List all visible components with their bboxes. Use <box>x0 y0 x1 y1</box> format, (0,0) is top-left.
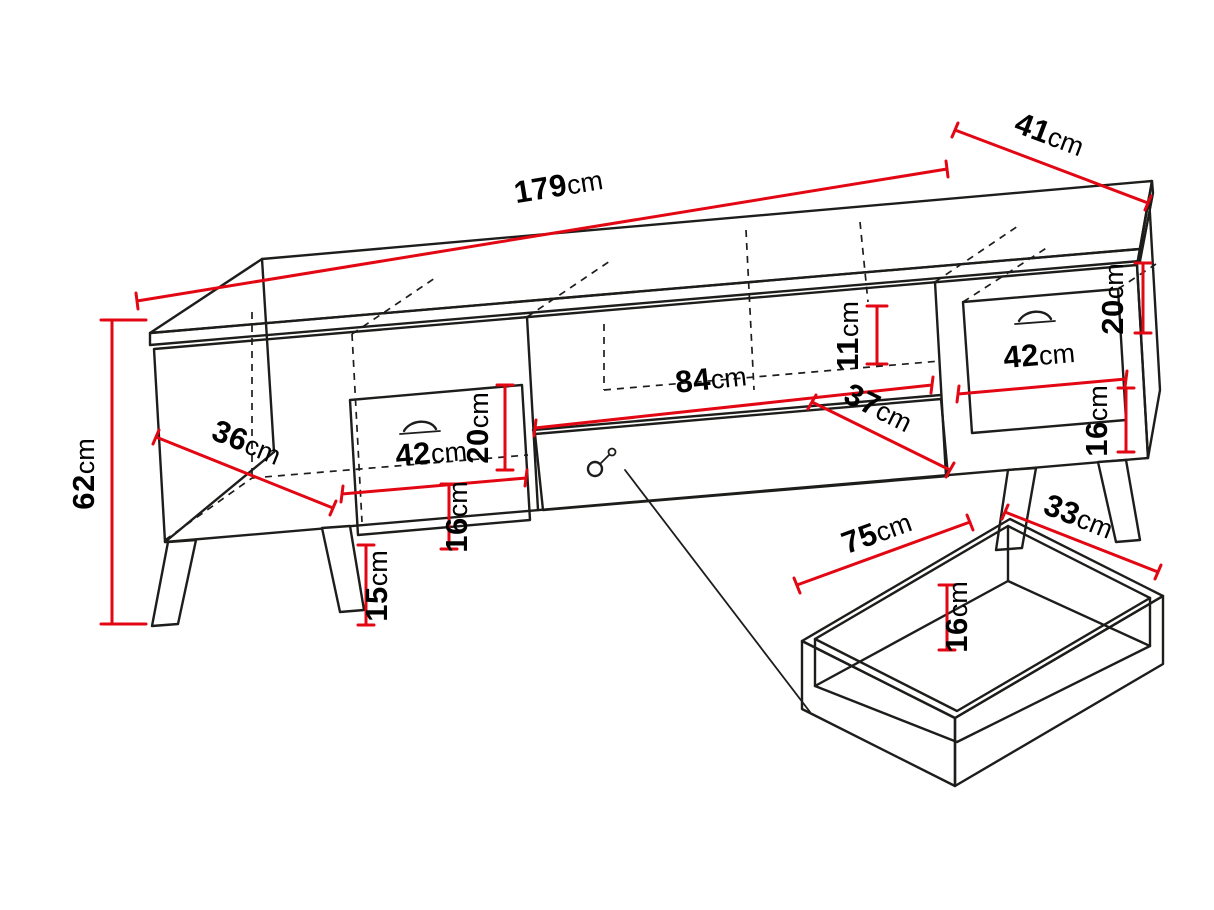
dimension-left-drawer-front-height: 20cm <box>460 383 515 472</box>
dim-line-leg-height <box>356 543 376 627</box>
dim-unit: cm <box>464 392 494 428</box>
dim-line-drawer-inner-depth <box>1000 503 1163 581</box>
dim-unit: cm <box>70 438 100 474</box>
leg-front-left <box>150 538 198 628</box>
hidden-left-floor-depth <box>164 477 253 541</box>
dim-line-total-height <box>99 318 148 626</box>
hidden-center-line-2 <box>859 221 869 303</box>
dim-value: 16 <box>939 617 974 652</box>
hidden-divider-right-top <box>934 223 1022 283</box>
dim-left-drawer-box-height: 16cm <box>439 481 474 552</box>
dimension-right-drawer-front-height: 20cm <box>1095 261 1153 335</box>
dim-unit: cm <box>363 550 393 586</box>
dim-unit: cm <box>943 581 973 617</box>
dim-total-height: 62cm <box>66 438 101 509</box>
dim-leg-height: 15cm <box>359 550 394 621</box>
dim-unit: cm <box>834 301 864 337</box>
dim-right-drawer-width: 42cm <box>1002 334 1076 375</box>
lock-key-stem-icon <box>599 454 610 465</box>
dim-value: 20 <box>460 428 495 463</box>
dimension-leg-height: 15cm <box>356 543 394 627</box>
hidden-right-drawer-top <box>962 246 1049 303</box>
dim-left-drawer-front-height: 20cm <box>460 392 495 463</box>
lock-key-bow-icon <box>607 447 617 457</box>
dimension-total-depth: 41cm <box>950 105 1153 212</box>
dim-value: 42 <box>1002 337 1040 375</box>
right-drawer-handle <box>1017 310 1053 323</box>
dim-unit: cm <box>709 361 748 395</box>
dim-drawer-inner-height: 16cm <box>939 581 974 652</box>
dim-line-left-drawer-front-height <box>495 383 515 472</box>
dim-line-niche-depth <box>806 393 956 479</box>
dim-line-right-drawer-front-height <box>1133 261 1153 335</box>
dim-line-total-depth <box>950 121 1153 212</box>
lock-icon <box>586 460 604 478</box>
detached-drawer <box>624 469 1165 788</box>
dimension-left-drawer-width: 42cm <box>339 432 529 504</box>
leg-left-inner <box>320 524 366 614</box>
dim-niche-back-height: 11cm <box>830 301 865 371</box>
dim-unit: cm <box>443 481 473 517</box>
dim-unit: cm <box>565 165 605 200</box>
drawer-right-face <box>953 594 1165 788</box>
dim-value: 84 <box>673 361 712 400</box>
drawer-pointer-line <box>624 469 811 713</box>
right-drawer-handle-base <box>1014 320 1056 325</box>
dim-right-drawer-front-height: 20cm <box>1095 263 1130 334</box>
cabinet-left-back-edge <box>260 257 276 454</box>
dim-value: 16 <box>1079 421 1114 456</box>
hidden-divider-left-top <box>351 275 439 335</box>
dim-value: 42 <box>394 435 432 473</box>
niche-floor-edge <box>531 393 943 432</box>
dimension-total-width: 179cm <box>134 159 950 311</box>
hidden-structure-lines <box>164 221 1157 541</box>
dim-line-right-drawer-width <box>955 369 1129 404</box>
hidden-divider-mid-top <box>526 258 614 318</box>
hidden-divider-left <box>351 333 363 523</box>
left-drawer-handle <box>402 420 438 433</box>
dimension-right-drawer-box-height: 16cm <box>1079 385 1136 457</box>
dim-line-niche-back-height <box>865 304 889 366</box>
dimension-niche-width: 84cm <box>532 357 935 438</box>
dim-value: 62 <box>66 474 101 509</box>
dimension-total-height: 62cm <box>66 318 148 626</box>
dim-niche-width: 84cm <box>673 357 748 400</box>
dimension-niche-back-height: 11cm <box>830 301 889 371</box>
hidden-niche-back-floor <box>603 360 941 391</box>
dimension-left-drawer-box-height: 16cm <box>439 481 474 552</box>
dim-total-width: 179cm <box>511 161 605 210</box>
dim-left-drawer-width: 42cm <box>394 432 468 473</box>
leg-right-outer <box>1096 458 1142 544</box>
dim-unit: cm <box>1083 385 1113 421</box>
dim-right-drawer-box-height: 16cm <box>1079 385 1114 456</box>
dim-line-left-drawer-width <box>339 468 529 504</box>
dim-value: 16 <box>439 517 474 552</box>
dim-unit: cm <box>1099 263 1129 299</box>
dim-line-right-drawer-box-height <box>1116 386 1136 454</box>
dim-line-left-niche-depth <box>151 428 338 517</box>
cabinet-left-bottom-depth-edge <box>163 450 276 544</box>
dim-value: 179 <box>511 167 569 210</box>
dim-value: 11 <box>830 337 865 371</box>
dim-unit: cm <box>430 436 468 469</box>
dim-value: 20 <box>1095 299 1130 334</box>
hidden-center-line-1 <box>745 229 755 391</box>
dim-line-drawer-inner-height <box>937 583 957 652</box>
divider-left <box>525 315 540 512</box>
dimension-drawer-inner-height: 16cm <box>937 581 974 653</box>
dim-line-total-width <box>134 159 950 311</box>
left-drawer-front <box>348 383 532 537</box>
dim-unit: cm <box>1038 338 1077 371</box>
dimension-right-drawer-width: 42cm <box>955 334 1129 404</box>
leg-front-right <box>994 466 1038 552</box>
dim-line-drawer-inner-length <box>792 513 975 595</box>
left-drawer-handle-base <box>399 430 441 435</box>
cabinet-body-right-side <box>1135 195 1162 460</box>
dim-value: 15 <box>359 586 394 621</box>
dim-line-niche-width <box>532 375 935 438</box>
dim-line-left-drawer-box-height <box>439 482 459 551</box>
